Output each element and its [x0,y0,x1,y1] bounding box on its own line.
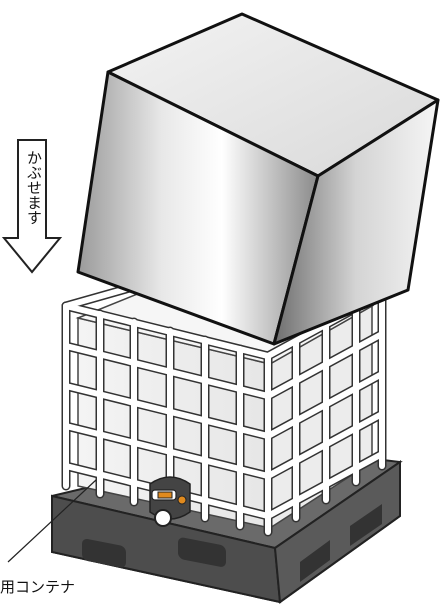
callout-label: 用コンテナ [0,576,75,597]
arrow-label: かぶせます [22,150,42,225]
cover-box [78,14,438,344]
